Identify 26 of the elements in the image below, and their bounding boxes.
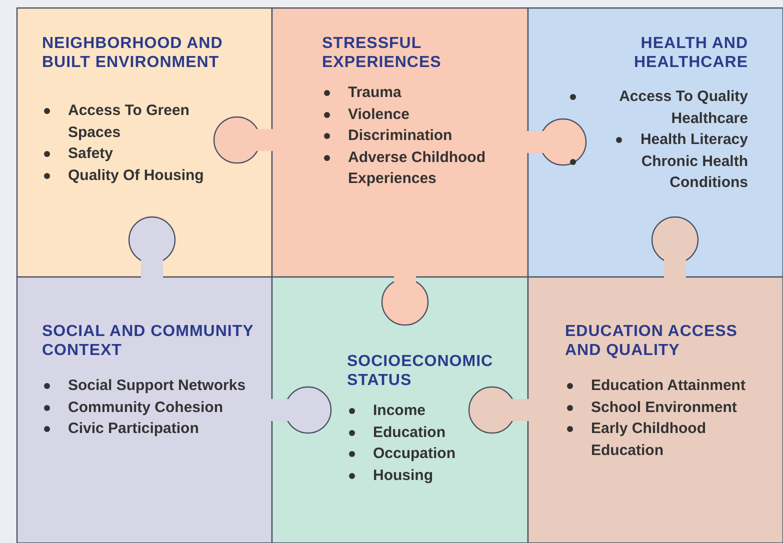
list-item: Trauma [348, 83, 402, 103]
list-item: Early Childhood Education [591, 419, 708, 460]
list-item: Housing [373, 466, 433, 486]
piece-heading: STRESSFUL EXPERIENCES [322, 34, 442, 72]
list-item: Community Cohesion [68, 398, 224, 418]
list-item: Civic Participation [68, 419, 199, 439]
list-item: Quality Of Housing [68, 166, 204, 186]
list-item: Adverse Childhood Experiences [348, 148, 487, 189]
list-item: Health Literacy [640, 130, 748, 150]
list-item: Income [373, 401, 426, 421]
list-item: Violence [348, 104, 410, 124]
list-item: School Environment [591, 398, 737, 418]
list-item: Safety [68, 144, 114, 164]
list-item: Occupation [373, 444, 456, 464]
list-item: Education [373, 422, 446, 442]
list-item: Discrimination [348, 126, 452, 146]
list-item: Access To Green Spaces [68, 101, 190, 142]
piece-heading: SOCIAL AND COMMUNITY CONTEXT [42, 322, 254, 360]
piece-heading: SOCIOECONOMIC STATUS [347, 352, 494, 390]
piece-heading: EDUCATION ACCESS AND QUALITY [565, 322, 738, 360]
list-item: Social Support Networks [68, 376, 246, 396]
piece-heading: HEALTH AND HEALTHCARE [632, 34, 748, 72]
piece-heading: NEIGHBORHOOD AND BUILT ENVIRONMENT [42, 34, 224, 72]
list-item: Access To Quality Healthcare [618, 87, 748, 128]
list-item: Chronic Health Conditions [640, 152, 748, 193]
list-item: Education Attainment [591, 376, 746, 396]
